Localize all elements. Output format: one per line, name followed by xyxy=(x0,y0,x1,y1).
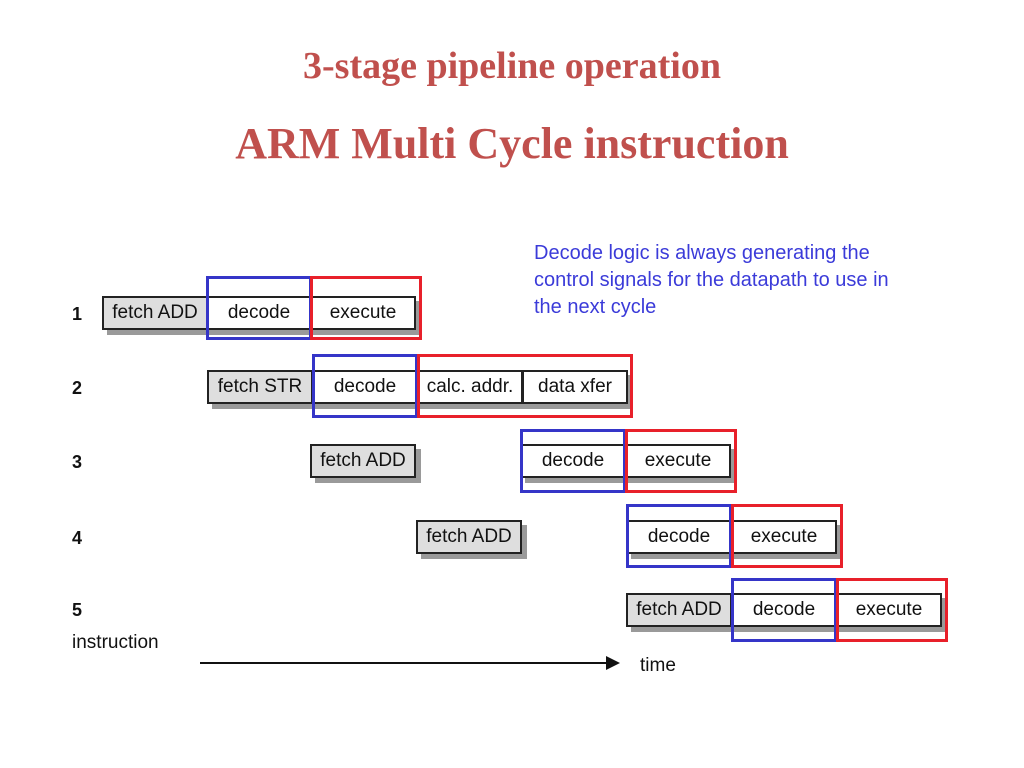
title-line-1: 3-stage pipeline operation xyxy=(303,45,721,87)
row-1-decode-cell: decode xyxy=(206,296,312,330)
time-axis-line xyxy=(200,662,610,664)
row-4-fetch-cell: fetch ADD xyxy=(416,520,522,554)
row-1-execute-cell: execute xyxy=(310,296,416,330)
row-number-1: 1 xyxy=(72,304,83,324)
row-2-fetch-cell: fetch STR xyxy=(207,370,313,404)
row-number-5: 5 xyxy=(72,600,83,620)
title-line-2: ARM Multi Cycle instruction xyxy=(235,119,789,168)
row-5-execute-cell: execute xyxy=(836,593,942,627)
time-axis-label: time xyxy=(640,655,676,676)
row-2-decode-cell: decode xyxy=(312,370,418,404)
row-number-4: 4 xyxy=(72,528,83,548)
time-axis-arrowhead xyxy=(606,656,620,670)
row-number-2: 2 xyxy=(72,378,83,398)
row-number-3: 3 xyxy=(72,452,83,472)
row-3-decode-cell: decode xyxy=(520,444,626,478)
row-5-fetch-cell: fetch ADD xyxy=(626,593,732,627)
row-4-execute-cell: execute xyxy=(731,520,837,554)
row-2-calc-addr-cell: calc. addr. xyxy=(417,370,523,404)
note-text: Decode logic is always generating the co… xyxy=(534,242,889,318)
row-3-execute-cell: execute xyxy=(625,444,731,478)
row-3-fetch-cell: fetch ADD xyxy=(310,444,416,478)
row-1-fetch-cell: fetch ADD xyxy=(102,296,208,330)
row-4-decode-cell: decode xyxy=(626,520,732,554)
instruction-axis-label: instruction xyxy=(72,632,159,653)
row-2-data-xfer-cell: data xfer xyxy=(522,370,628,404)
row-5-decode-cell: decode xyxy=(731,593,837,627)
